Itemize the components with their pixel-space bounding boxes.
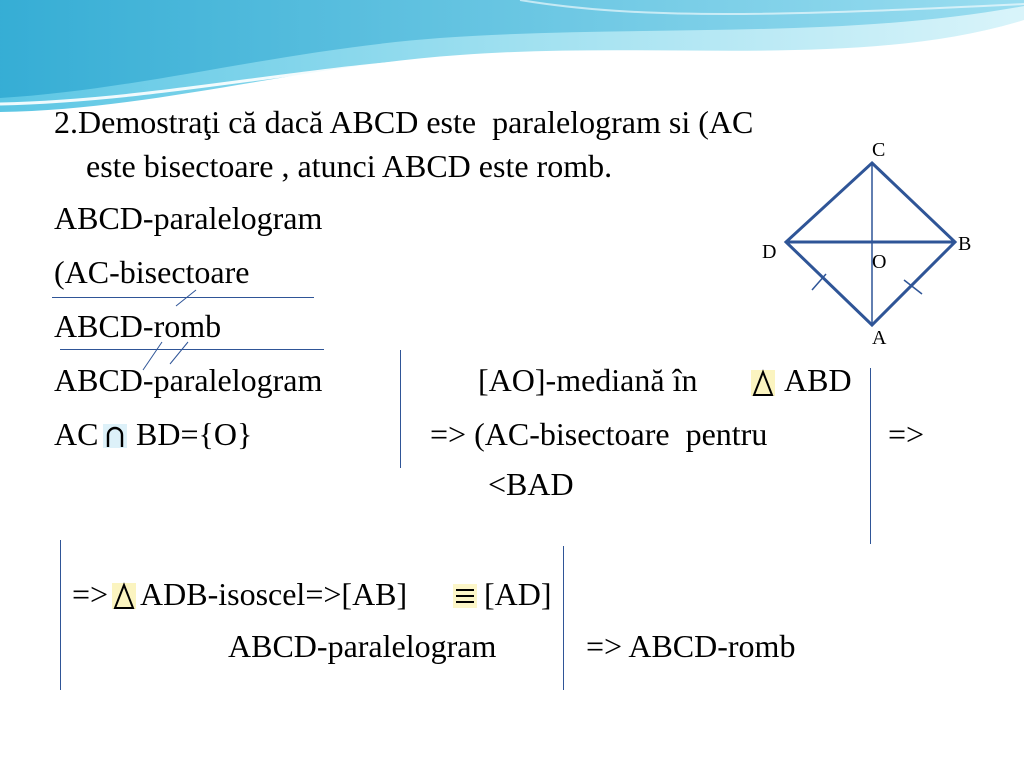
brace-line-4 bbox=[563, 546, 564, 690]
vertex-label-a: A bbox=[872, 327, 887, 349]
tick-ad bbox=[811, 273, 827, 291]
proof-isosceles-text: ADB-isoscel=>[AB] bbox=[140, 576, 408, 612]
proof-bisector-text: => (AC-bisectoare pentru bbox=[430, 416, 768, 452]
hypothesis-parallelogram: ABCD-paralelogram bbox=[54, 200, 323, 236]
proof-implies-2: => bbox=[72, 576, 109, 612]
proof-median-triangle-name: ABD bbox=[784, 362, 852, 398]
problem-line-1: 2.Demostraţi că dacă ABCD este paralelog… bbox=[54, 104, 754, 140]
vertex-label-d: D bbox=[762, 241, 777, 263]
proof-final-parallelogram: ABCD-paralelogram bbox=[228, 628, 497, 664]
center-label-o: O bbox=[872, 251, 887, 273]
congruent-icon bbox=[453, 584, 477, 608]
problem-line-2: este bisectoare , atunci ABCD este romb. bbox=[86, 148, 613, 184]
tick-ab bbox=[903, 279, 923, 295]
brace-line-1 bbox=[400, 350, 401, 468]
intersection-icon bbox=[103, 424, 127, 448]
rhombus-outline bbox=[783, 160, 958, 328]
header-wave-decoration bbox=[0, 0, 1024, 117]
proof-ad-segment: [AD] bbox=[484, 576, 552, 612]
proof-median-text: [AO]-mediană în bbox=[478, 362, 698, 398]
proof-implies-1: => bbox=[888, 416, 925, 452]
conclusion-romb: ABCD-romb bbox=[54, 308, 222, 344]
triangle-icon bbox=[751, 369, 775, 396]
proof-ac-text: AC bbox=[54, 416, 99, 452]
brace-line-3 bbox=[60, 540, 61, 690]
proof-final-conclusion: => ABCD-romb bbox=[586, 628, 796, 664]
proof-angle-bad: <BAD bbox=[488, 466, 574, 502]
proof-bd-text: BD={O} bbox=[136, 416, 253, 452]
vertex-label-c: C bbox=[872, 139, 886, 161]
brace-line-2 bbox=[870, 368, 871, 544]
vertex-label-b: B bbox=[958, 233, 972, 255]
proof-parallelogram: ABCD-paralelogram bbox=[54, 362, 323, 398]
conclusion-underline bbox=[60, 349, 324, 350]
hypothesis-bisector: (AC-bisectoare bbox=[54, 254, 250, 290]
triangle-icon bbox=[112, 582, 136, 609]
